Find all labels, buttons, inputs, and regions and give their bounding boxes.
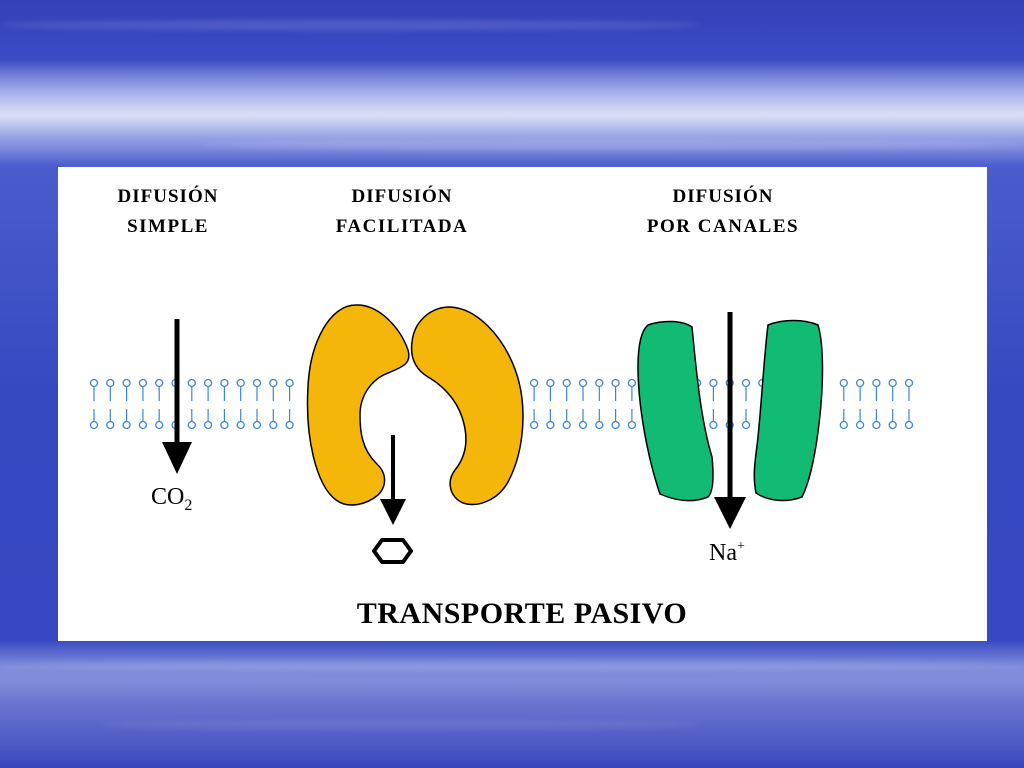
phospholipid <box>627 420 637 430</box>
phospholipid <box>872 378 881 388</box>
na-superscript: + <box>737 539 745 554</box>
phospholipid <box>155 378 164 388</box>
phospholipid <box>562 378 571 388</box>
phospholipid <box>855 420 865 430</box>
na-label: Na+ <box>709 539 745 566</box>
phospholipid <box>285 378 294 388</box>
carrier-protein-left <box>306 304 410 506</box>
phospholipid <box>203 420 213 430</box>
carrier-protein-right <box>410 306 524 506</box>
phospholipid <box>872 420 881 430</box>
phospholipid <box>220 420 229 430</box>
phospholipid <box>578 378 588 388</box>
phospholipid <box>529 420 539 430</box>
phospholipid <box>709 420 718 430</box>
phospholipid <box>595 420 604 430</box>
phospholipid <box>269 378 278 388</box>
phospholipid <box>578 420 588 430</box>
phospholipid <box>106 378 115 388</box>
phospholipid <box>855 378 865 388</box>
phospholipid <box>839 378 848 388</box>
phospholipid <box>236 420 245 430</box>
phospholipid <box>89 420 99 430</box>
phospholipid <box>888 378 897 388</box>
background-streak <box>0 20 700 30</box>
channel-protein-right <box>753 319 824 502</box>
phospholipid <box>709 378 718 388</box>
phospholipid <box>236 378 245 388</box>
phospholipid <box>252 420 262 430</box>
arrow-facilitada <box>380 435 406 525</box>
na-main: Na <box>709 540 737 566</box>
phospholipid <box>269 420 278 430</box>
phospholipid <box>122 378 131 388</box>
phospholipid <box>741 378 751 388</box>
phospholipid <box>627 378 637 388</box>
header-canales-line1: DIFUSIÓN <box>673 185 774 207</box>
background-streak <box>0 660 1024 670</box>
phospholipid <box>155 420 164 430</box>
phospholipid <box>546 420 555 430</box>
phospholipid <box>187 378 196 388</box>
diagram-title: TRANSPORTE PASIVO <box>357 597 688 630</box>
phospholipid <box>595 378 604 388</box>
phospholipid <box>888 420 897 430</box>
phospholipid <box>122 420 131 430</box>
arrow-canales <box>714 312 746 529</box>
phospholipid <box>611 378 620 388</box>
phospholipid <box>904 420 914 430</box>
diagram-panel: DIFUSIÓN SIMPLE DIFUSIÓN FACILITADA DIFU… <box>58 167 987 641</box>
phospholipid <box>839 420 848 430</box>
arrow-simple <box>162 319 192 474</box>
transport-diagram: DIFUSIÓN SIMPLE DIFUSIÓN FACILITADA DIFU… <box>89 185 914 630</box>
phospholipid <box>611 420 620 430</box>
header-facilitada-line2: FACILITADA <box>336 216 469 237</box>
background-streak <box>200 140 1024 150</box>
glucose-hexagon-icon <box>372 538 413 564</box>
phospholipid <box>252 378 262 388</box>
phospholipid <box>904 378 914 388</box>
header-simple-line2: SIMPLE <box>127 216 209 237</box>
phospholipid <box>546 378 555 388</box>
channel-protein-left <box>637 320 714 502</box>
phospholipid <box>89 378 99 388</box>
phospholipid <box>285 420 294 430</box>
header-simple-line1: DIFUSIÓN <box>118 185 219 207</box>
phospholipid <box>220 378 229 388</box>
header-facilitada-line1: DIFUSIÓN <box>352 185 453 207</box>
co2-subscript: 2 <box>184 497 192 514</box>
phospholipid <box>106 420 115 430</box>
phospholipid <box>138 420 148 430</box>
header-canales-line2: POR CANALES <box>647 216 799 237</box>
phospholipid <box>138 378 148 388</box>
phospholipid <box>741 420 751 430</box>
phospholipid <box>203 378 213 388</box>
phospholipid <box>529 378 539 388</box>
phospholipid <box>187 420 196 430</box>
phospholipid <box>562 420 571 430</box>
co2-label: CO2 <box>151 484 192 514</box>
background-streak <box>100 720 700 730</box>
co2-main: CO <box>151 484 184 510</box>
